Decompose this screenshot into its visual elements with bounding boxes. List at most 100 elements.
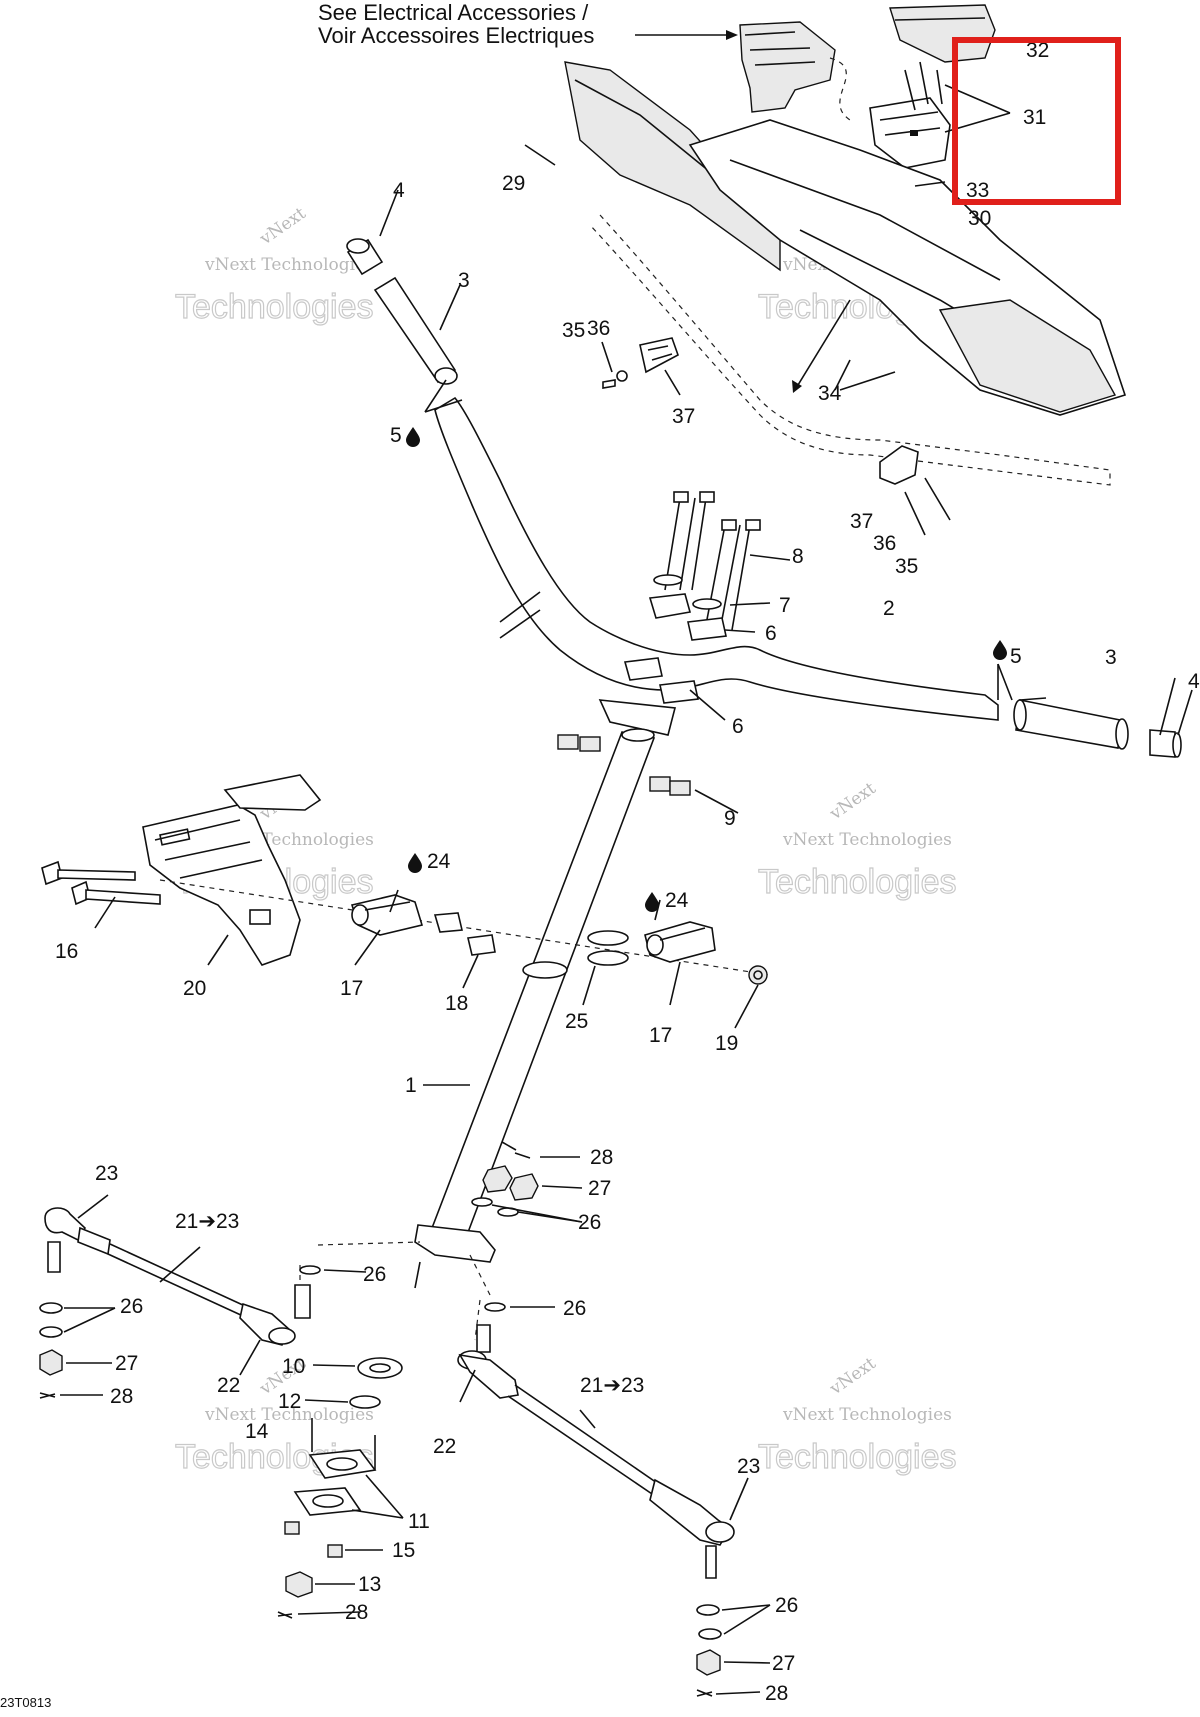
label-13: 13 <box>358 1573 381 1596</box>
label-24-right: 24 <box>665 889 689 912</box>
handlebar-outline-dashed <box>589 214 1111 486</box>
svg-text:vNext Technologies: vNext Technologies <box>782 830 952 850</box>
rings-25 <box>587 930 629 966</box>
label-2: 2 <box>883 597 895 620</box>
label-5-right: 5 <box>1010 645 1022 668</box>
bearing-10 <box>357 1357 403 1379</box>
cotter-28-upper <box>501 1141 531 1159</box>
label-33: 33 <box>966 179 989 202</box>
washers-26-left <box>39 1302 63 1338</box>
label-37-upper: 37 <box>672 405 695 428</box>
lubricant-drop-icons <box>406 427 1007 912</box>
nuts-27-upper <box>482 1165 539 1201</box>
oil-drop-icon <box>408 853 422 873</box>
label-27-right: 27 <box>772 1652 795 1675</box>
svg-text:vNext: vNext <box>826 1353 880 1399</box>
bar-end-4-right <box>1149 729 1182 758</box>
label-36-lower: 36 <box>873 532 896 555</box>
label-27-left: 27 <box>115 1352 138 1375</box>
seal-12 <box>349 1395 381 1409</box>
nut-19 <box>748 965 768 985</box>
label-11: 11 <box>408 1510 430 1533</box>
label-26-upper: 26 <box>578 1211 601 1234</box>
label-10: 10 <box>282 1355 305 1378</box>
bolts-16 <box>41 860 161 906</box>
label-28-left: 28 <box>110 1385 133 1408</box>
label-27-upper: 27 <box>588 1177 611 1200</box>
label-19: 19 <box>715 1032 738 1055</box>
svg-text:Voir Accessoires Electriques: Voir Accessoires Electriques <box>318 23 594 48</box>
display-unit <box>739 21 851 121</box>
label-15: 15 <box>392 1539 415 1562</box>
grip-3-left <box>373 276 458 385</box>
label-34: 34 <box>818 382 842 405</box>
label-17-right: 17 <box>649 1024 672 1047</box>
label-35-upper: 35 <box>562 319 585 342</box>
clamp-bolts-8 <box>664 491 761 631</box>
washers-26-right <box>696 1604 722 1640</box>
svg-text:vNext Technologies: vNext Technologies <box>204 255 374 275</box>
label-8: 8 <box>792 545 804 568</box>
castle-nut-13 <box>285 1571 313 1598</box>
label-23-left: 23 <box>95 1162 118 1185</box>
bracket-31 <box>869 61 951 169</box>
watermark-1: vNext Technologies Technologies vNext <box>174 203 374 326</box>
label-36-upper: 36 <box>587 317 610 340</box>
svg-text:vNext Technologies: vNext Technologies <box>782 1405 952 1425</box>
oil-drop-icon <box>993 640 1007 660</box>
label-3-left: 3 <box>458 269 470 292</box>
grip-clip-37-right <box>879 445 951 536</box>
upper-clamps-6 <box>648 574 727 641</box>
handlebar-2 <box>434 396 999 721</box>
lower-clamps-6 <box>598 657 699 736</box>
svg-text:vNext: vNext <box>256 203 310 249</box>
tie-rod-21-right <box>457 1324 735 1579</box>
label-22-left: 22 <box>217 1374 240 1397</box>
label-28-lower-left: 28 <box>345 1601 368 1624</box>
label-26-right: 26 <box>775 1594 798 1617</box>
label-21-right: 21➔23 <box>580 1374 644 1397</box>
nut-27-left <box>39 1349 63 1376</box>
washer-26-pitman-right <box>484 1302 506 1312</box>
bushing-block-17-left <box>350 894 424 936</box>
label-6-upper: 6 <box>765 622 777 645</box>
svg-text:vNext Technologies: vNext Technologies <box>204 1405 374 1425</box>
label-28-upper: 28 <box>590 1146 613 1169</box>
label-31: 31 <box>1023 106 1046 129</box>
label-12: 12 <box>278 1390 301 1413</box>
steering-support-20 <box>142 774 322 966</box>
label-30: 30 <box>968 207 991 230</box>
svg-text:vNext: vNext <box>826 778 880 824</box>
cotter-28-left <box>39 1392 56 1399</box>
cotter-28-bottom-left <box>277 1611 293 1619</box>
label-24-left: 24 <box>427 850 451 873</box>
label-21-left: 21➔23 <box>175 1210 239 1233</box>
svg-text:See Electrical Accessories /: See Electrical Accessories / <box>318 0 589 25</box>
tie-rod-21-left <box>44 1207 311 1346</box>
watermark-6: vNext Technologies Technologies vNext <box>757 1353 957 1476</box>
pod-cover <box>889 4 996 63</box>
label-28-right: 28 <box>765 1682 788 1705</box>
label-26-pitman-left: 26 <box>363 1263 386 1286</box>
electrical-accessories-reference: See Electrical Accessories / Voir Access… <box>318 0 738 48</box>
label-18: 18 <box>445 992 468 1015</box>
diagram-code: 23T0813 <box>0 1695 51 1710</box>
label-3-right: 3 <box>1105 646 1117 669</box>
label-6-lower: 6 <box>732 715 744 738</box>
label-16: 16 <box>55 940 78 963</box>
label-23-right: 23 <box>737 1455 760 1478</box>
oil-drop-icon <box>406 427 420 447</box>
label-9: 9 <box>724 807 736 830</box>
label-32: 32 <box>1026 39 1049 62</box>
console-housing <box>688 119 1127 416</box>
heated-grip-connector-36-37 <box>602 337 679 389</box>
svg-text:Technologies: Technologies <box>175 288 373 326</box>
label-4-right: 4 <box>1188 670 1200 693</box>
label-35-lower: 35 <box>895 555 918 578</box>
guide-arrow-34 <box>792 299 851 393</box>
washer-26-pitman-left <box>299 1265 321 1275</box>
label-7: 7 <box>779 594 791 617</box>
label-37-lower: 37 <box>850 510 873 533</box>
